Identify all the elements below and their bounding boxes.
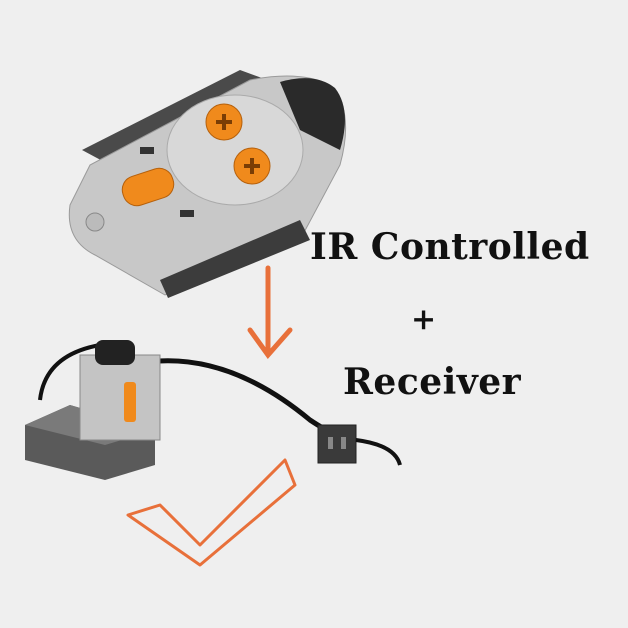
caption-receiver: Receiver [343,361,522,403]
checkmark-icon [126,458,297,567]
orange-speed-dial [121,167,175,207]
ir-remote-control [68,70,347,298]
orange-joystick-left [205,103,243,141]
caption-plus: + [411,302,437,337]
down-arrow-icon [247,265,293,360]
cable-connector [317,424,357,464]
caption-ir-controlled: IR Controlled [310,226,590,268]
ir-receiver [25,340,402,480]
orange-switch [124,382,136,422]
orange-joystick-right [233,147,271,185]
